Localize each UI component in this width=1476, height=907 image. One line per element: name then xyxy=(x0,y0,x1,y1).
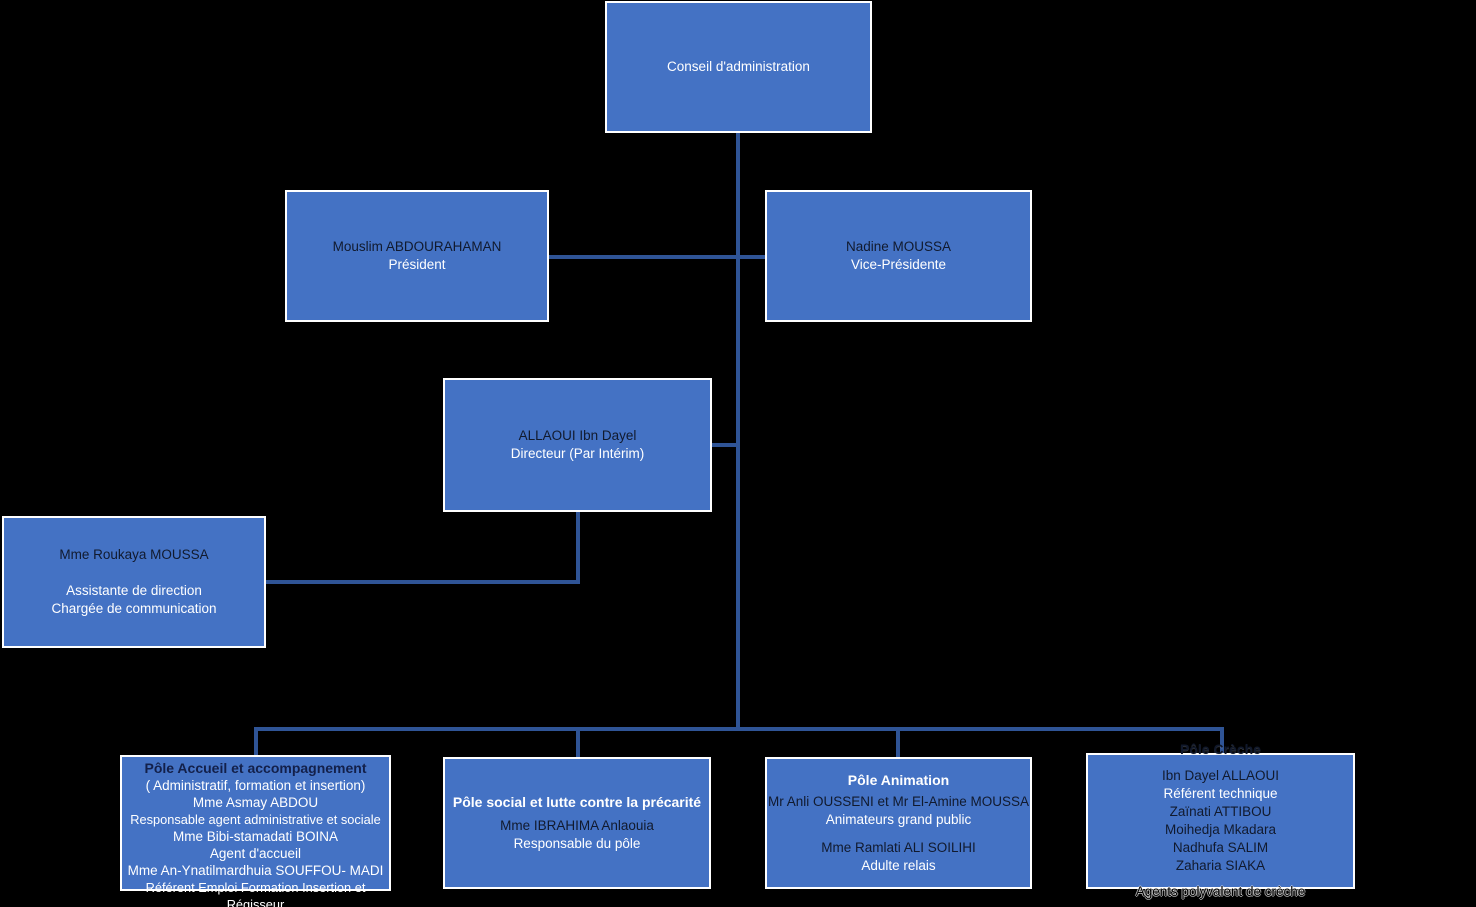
pole-animation-title: Pôle Animation xyxy=(847,772,950,788)
connector-presidents-horizontal xyxy=(548,255,766,259)
pole-accueil-role1: Responsable agent administrative et soci… xyxy=(130,812,381,827)
directeur-role: Directeur (Par Intérim) xyxy=(510,446,645,461)
box-pole-accueil[interactable]: Pôle Accueil et accompagnement ( Adminis… xyxy=(120,755,391,907)
pole-creche-agent-3: Nadhufa SALIM xyxy=(1172,840,1269,855)
box-vice-presidente[interactable]: Nadine MOUSSA Vice-Présidente xyxy=(765,190,1032,322)
president-name: Mouslim ABDOURAHAMAN xyxy=(332,239,502,254)
pole-accueil-name2: Mme Bibi-stamadati BOINA xyxy=(172,829,339,844)
pole-creche-agent-1: Zaïnati ATTIBOU xyxy=(1169,804,1272,819)
connector-top-vertical xyxy=(736,133,740,731)
pole-creche-referent-name: Ibn Dayel ALLAOUI xyxy=(1161,768,1280,783)
connector-drop-pole-social xyxy=(576,731,580,757)
pole-animation-role2: Adulte relais xyxy=(861,858,936,873)
pole-social-title: Pôle social et lutte contre la précarité xyxy=(452,794,702,810)
pole-accueil-subtitle: ( Administratif, formation et insertion) xyxy=(145,778,366,793)
vice-presidente-name: Nadine MOUSSA xyxy=(845,239,952,254)
connector-directeur-down xyxy=(576,512,580,584)
assistante-role1: Assistante de direction xyxy=(66,583,202,598)
pole-animation-role1: Animateurs grand public xyxy=(825,812,972,827)
connector-assistante-horizontal xyxy=(266,580,580,584)
pole-animation-name1: Mr Anli OUSSENI et Mr El-Amine MOUSSA xyxy=(767,794,1030,809)
pole-accueil-name3: Mme An-Ynatilmardhuia SOUFFOU- MADI xyxy=(127,863,384,878)
connector-bottom-horizontal xyxy=(254,727,1224,731)
pole-creche-agent-4: Zaharia SIAKA xyxy=(1175,858,1266,873)
connector-drop-pole-accueil xyxy=(254,731,258,755)
pole-accueil-role3: Référent Emploi Formation Insertion et R… xyxy=(145,880,366,907)
pole-animation-name2: Mme Ramlati ALI SOILIHI xyxy=(821,840,976,855)
vice-presidente-role: Vice-Présidente xyxy=(850,257,947,272)
box-conseil-administration[interactable]: Conseil d'administration xyxy=(605,1,872,133)
pole-accueil-role2: Agent d'accueil xyxy=(209,846,302,861)
box-directeur[interactable]: ALLAOUI Ibn Dayel Directeur (Par Intérim… xyxy=(443,378,712,512)
box-pole-social[interactable]: Pôle social et lutte contre la précarité… xyxy=(443,757,711,889)
assistante-name: Mme Roukaya MOUSSA xyxy=(59,547,209,562)
conseil-title: Conseil d'administration xyxy=(667,59,810,74)
box-assistante-direction[interactable]: Mme Roukaya MOUSSA Assistante de directi… xyxy=(2,516,266,648)
pole-accueil-name1: Mme Asmay ABDOU xyxy=(192,795,319,810)
pole-creche-agents-role: Agents polyvalent de crèche xyxy=(1135,884,1306,899)
connector-drop-pole-creche xyxy=(1220,731,1224,753)
pole-creche-referent-role: Référent technique xyxy=(1163,786,1278,801)
directeur-name: ALLAOUI Ibn Dayel xyxy=(518,428,637,443)
assistante-role2: Chargée de communication xyxy=(51,601,217,616)
president-role: Président xyxy=(388,257,446,272)
box-pole-animation[interactable]: Pôle Animation Mr Anli OUSSENI et Mr El-… xyxy=(765,757,1032,889)
pole-creche-title: Pôle Crèche xyxy=(1180,741,1261,757)
box-pole-creche[interactable]: Ibn Dayel ALLAOUI Référent technique Zaï… xyxy=(1086,753,1355,889)
connector-directeur-horizontal xyxy=(712,443,738,447)
pole-accueil-title: Pôle Accueil et accompagnement xyxy=(144,760,367,776)
pole-social-role: Responsable du pôle xyxy=(513,836,641,851)
box-president[interactable]: Mouslim ABDOURAHAMAN Président xyxy=(285,190,549,322)
pole-social-name: Mme IBRAHIMA Anlaouia xyxy=(500,818,654,833)
pole-creche-agent-2: Moihedja Mkadara xyxy=(1164,822,1277,837)
connector-drop-pole-animation xyxy=(896,731,900,757)
